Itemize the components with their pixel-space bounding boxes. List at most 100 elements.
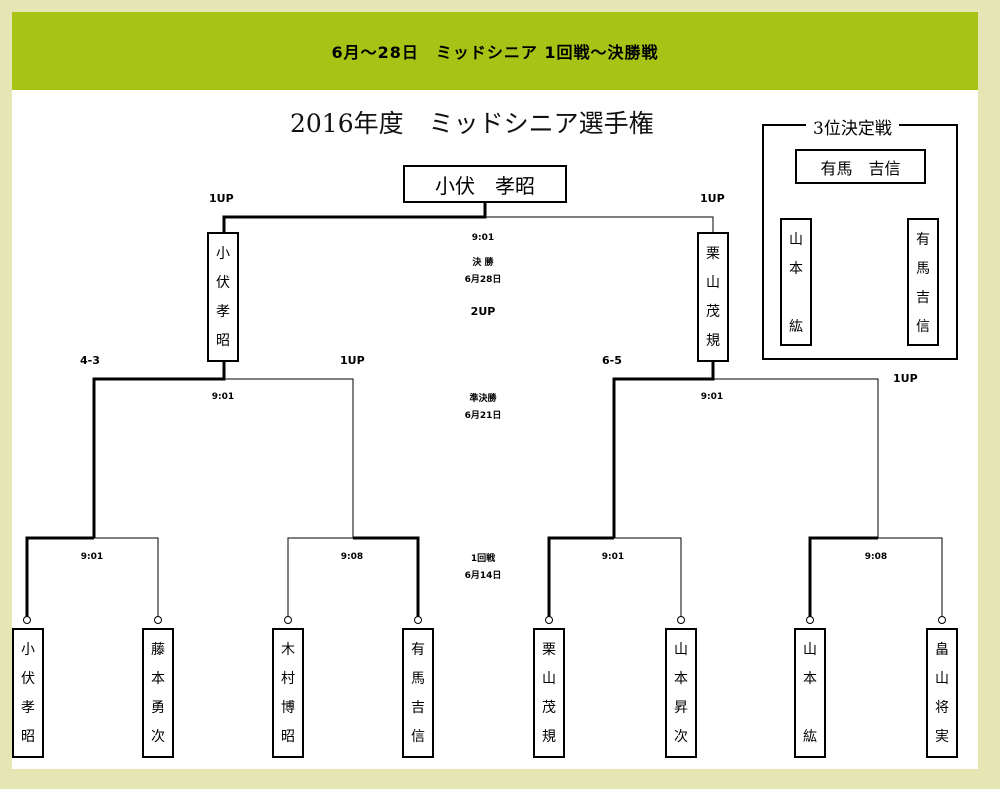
name-char: 実 [935, 729, 949, 745]
final-left-result: 1UP [209, 192, 234, 205]
name-char: 小 [21, 642, 35, 658]
name-char: 馬 [916, 261, 930, 277]
semi-left-lose-line [224, 378, 354, 538]
name-char: 栗 [542, 642, 556, 658]
final-right-line [485, 216, 714, 232]
r1-m4-lose-line [878, 537, 943, 618]
player-box-5: 栗 山 茂 規 [533, 628, 565, 758]
name-char: 山 [803, 642, 817, 658]
semi-left-score-right: 1UP [340, 354, 365, 367]
semi-right-win-line [612, 362, 715, 538]
name-char: 昭 [216, 333, 230, 349]
name-char: 有 [916, 232, 930, 248]
name-char: 木 [281, 642, 295, 658]
final-margin: 2UP [470, 305, 496, 318]
player-box-1: 小 伏 孝 昭 [12, 628, 44, 758]
champion-name: 小伏 孝昭 [435, 173, 535, 198]
name-char: 昇 [674, 700, 688, 716]
player-box-8: 畠 山 将 実 [926, 628, 958, 758]
semi-round-label: 準決勝 [469, 394, 497, 404]
seed-marker [414, 616, 422, 624]
third-place-title: 3位決定戦 [806, 114, 899, 139]
name-char: 吉 [411, 700, 425, 716]
r1-m4-time: 9:08 [864, 552, 888, 562]
r1-m3-time: 9:01 [601, 552, 625, 562]
seed-marker [154, 616, 162, 624]
semi-right-time: 9:01 [700, 392, 724, 402]
name-char: 畠 [935, 642, 949, 658]
r1-m3-lose-line [614, 537, 682, 618]
final-time: 9:01 [471, 233, 495, 243]
r1-m2-time: 9:08 [340, 552, 364, 562]
name-char: 山 [674, 642, 688, 658]
name-char: 昭 [281, 729, 295, 745]
name-char: 次 [674, 729, 688, 745]
name-char: 栗 [706, 246, 720, 262]
name-char: 有 [411, 642, 425, 658]
semi-date: 6月21日 [464, 411, 502, 421]
name-char: 伏 [21, 671, 35, 687]
third-place-winner-name: 有馬 吉信 [820, 158, 901, 178]
name-char: 本 [789, 261, 803, 277]
third-place-winner-box: 有馬 吉信 [795, 149, 926, 184]
r1-m1-lose-line [94, 537, 159, 618]
name-char: 本 [803, 671, 817, 687]
name-char: 本 [151, 671, 165, 687]
final-right-result: 1UP [700, 192, 725, 205]
name-char: 次 [151, 729, 165, 745]
seed-marker [23, 616, 31, 624]
semi-left-time: 9:01 [211, 392, 235, 402]
name-char: 伏 [216, 275, 230, 291]
name-char: 茂 [706, 304, 720, 320]
name-char: 村 [281, 671, 295, 687]
name-char: 孝 [216, 304, 230, 320]
header-title: 6月～28日 ミッドシニア 1回戦～決勝戦 [331, 43, 659, 62]
final-round-label: 決 勝 [472, 258, 494, 268]
third-left-box: 山 本 紘 [780, 218, 812, 346]
semi-right-score-right: 1UP [893, 372, 918, 385]
semi-left-score-left: 4-3 [80, 354, 100, 367]
player-box-3: 木 村 博 昭 [272, 628, 304, 758]
semi-right-score-left: 6-5 [602, 354, 622, 367]
name-char: 藤 [151, 642, 165, 658]
name-char: 将 [935, 700, 949, 716]
r1-m1-win-line [25, 536, 94, 618]
name-char: 昭 [21, 729, 35, 745]
r1-m2-win-line [353, 536, 420, 618]
seed-marker [806, 616, 814, 624]
r1-date: 6月14日 [464, 571, 502, 581]
final-date: 6月28日 [464, 275, 502, 285]
name-char: 規 [706, 333, 720, 349]
r1-round-label: 1回戦 [470, 554, 496, 564]
r1-m1-time: 9:01 [80, 552, 104, 562]
name-char: 信 [916, 319, 930, 335]
player-box-6: 山 本 昇 次 [665, 628, 697, 758]
semi-left-win-line [92, 362, 226, 538]
semi-right-lose-line [713, 378, 879, 538]
name-char: 山 [935, 671, 949, 687]
name-char: 馬 [411, 671, 425, 687]
champion-box: 小伏 孝昭 [403, 165, 567, 203]
r1-m4-win-line [808, 536, 878, 618]
r1-m2-lose-line [287, 537, 353, 618]
name-char: 勇 [151, 700, 165, 716]
player-box-2: 藤 本 勇 次 [142, 628, 174, 758]
name-char: 茂 [542, 700, 556, 716]
name-char: 孝 [21, 700, 35, 716]
player-box-7: 山 本 紘 [794, 628, 826, 758]
seed-marker [545, 616, 553, 624]
r1-m3-win-line [547, 536, 614, 618]
final-left-box: 小 伏 孝 昭 [207, 232, 239, 362]
name-char: 紘 [803, 729, 817, 745]
final-right-box: 栗 山 茂 規 [697, 232, 729, 362]
seed-marker [938, 616, 946, 624]
name-char: 山 [542, 671, 556, 687]
bracket-title: 2016年度 ミッドシニア選手権 [290, 109, 654, 138]
name-char: 本 [674, 671, 688, 687]
name-char: 紘 [789, 319, 803, 335]
name-char: 山 [706, 275, 720, 291]
name-char: 山 [789, 232, 803, 248]
header-bar: 6月～28日 ミッドシニア 1回戦～決勝戦 [12, 12, 978, 90]
name-char: 小 [216, 246, 230, 262]
